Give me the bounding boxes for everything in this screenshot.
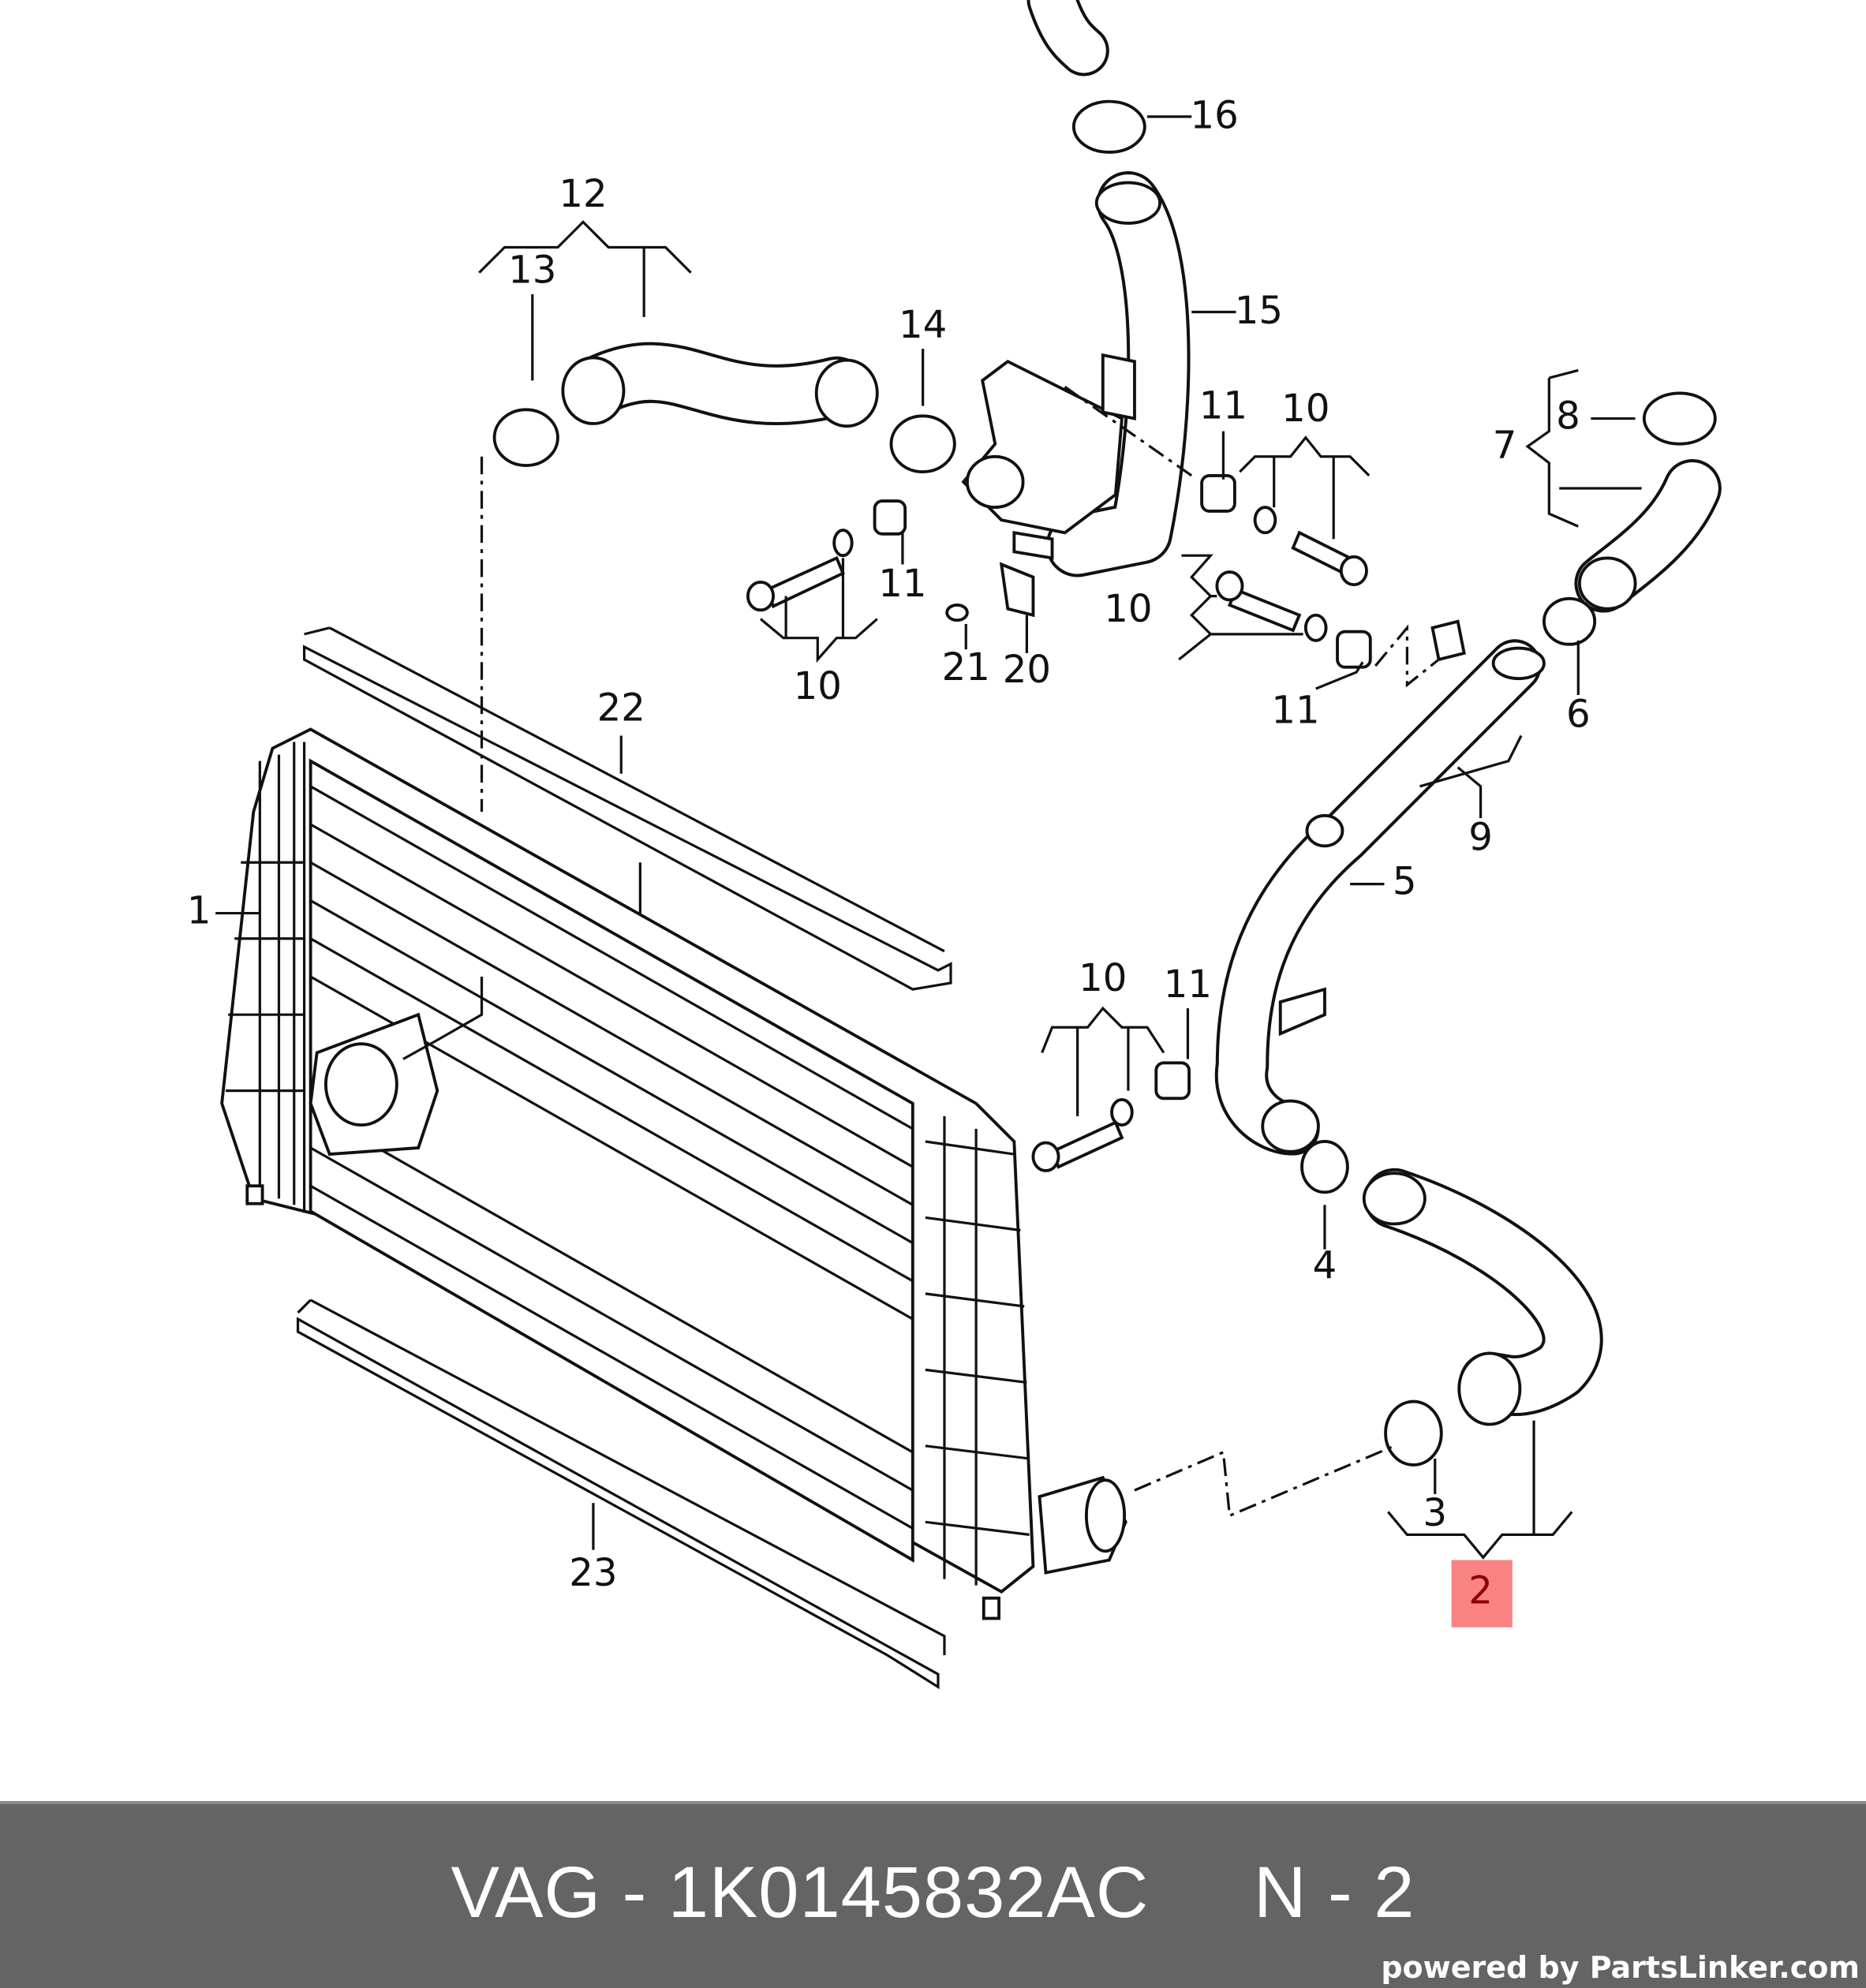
callout[interactable]: 6 xyxy=(1566,692,1591,736)
callout[interactable]: 9 xyxy=(1468,815,1493,859)
charge-air-pipe xyxy=(1214,639,1546,1156)
callout[interactable]: 11 xyxy=(1271,689,1319,733)
callout[interactable]: 20 xyxy=(1003,648,1051,692)
part-number-title: VAG - 1K0145832AC N - 2 xyxy=(451,1852,1415,1933)
callout-highlighted[interactable]: 2 xyxy=(1468,1568,1493,1612)
hose-right-upper xyxy=(1574,459,1722,613)
callout[interactable]: 16 xyxy=(1191,94,1239,138)
callout[interactable]: 12 xyxy=(559,172,607,216)
callout[interactable]: 10 xyxy=(794,664,842,708)
pipe-bracket xyxy=(961,353,1136,560)
callout[interactable]: 23 xyxy=(569,1551,617,1595)
hose-upper-left xyxy=(561,342,879,428)
footer-bar: VAG - 1K0145832AC N - 2 powered by Parts… xyxy=(0,1801,1866,1988)
leader-lines xyxy=(215,115,1642,1560)
intercooler xyxy=(220,727,1127,1620)
callout[interactable]: 14 xyxy=(899,303,947,347)
powered-by-link[interactable]: powered by PartsLinker.com xyxy=(1381,1950,1860,1985)
callout[interactable]: 10 xyxy=(1281,387,1329,431)
callout[interactable]: 3 xyxy=(1423,1491,1447,1535)
callout[interactable]: 10 xyxy=(1079,956,1127,1000)
hose-turbo xyxy=(1026,0,1191,577)
callout[interactable]: 21 xyxy=(942,645,990,689)
callout[interactable]: 10 xyxy=(1104,587,1152,631)
callout[interactable]: 11 xyxy=(878,562,926,606)
callout[interactable]: 22 xyxy=(597,686,645,730)
parts-diagram: 16 12 13 15 14 11 10 8 7 11 10 21 20 10 … xyxy=(187,0,1722,1690)
highlight-box xyxy=(1451,1560,1513,1627)
fasteners xyxy=(746,473,1466,1172)
callout[interactable]: 15 xyxy=(1235,289,1283,333)
hose-lower-right xyxy=(1362,1168,1603,1426)
callout[interactable]: 4 xyxy=(1313,1244,1337,1288)
callout[interactable]: 11 xyxy=(1164,962,1212,1007)
callout[interactable]: 8 xyxy=(1556,394,1580,439)
air-guide-lower xyxy=(296,1299,946,1690)
callout[interactable]: 11 xyxy=(1199,384,1247,428)
callout[interactable]: 1 xyxy=(187,889,211,933)
air-guide-upper xyxy=(302,626,952,991)
callout[interactable]: 7 xyxy=(1493,424,1517,468)
callout-labels: 16 12 13 15 14 11 10 8 7 11 10 21 20 10 … xyxy=(187,94,1591,1613)
callout[interactable]: 13 xyxy=(508,248,556,293)
hose-clamps xyxy=(492,99,1717,1467)
callout[interactable]: 5 xyxy=(1393,860,1417,904)
